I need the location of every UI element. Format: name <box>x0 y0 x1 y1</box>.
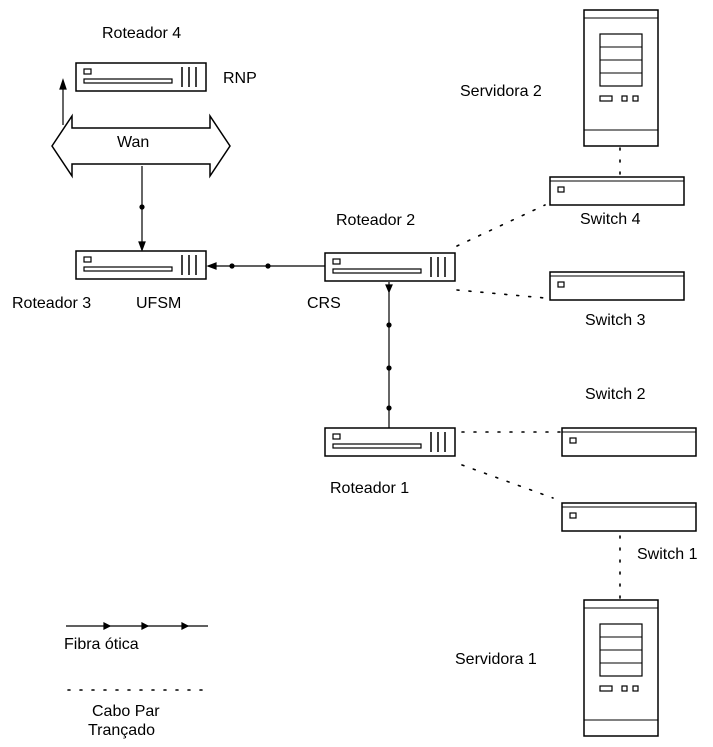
crs-label: CRS <box>307 295 341 312</box>
ufsm-label: UFSM <box>136 295 182 312</box>
legend-twisted-pair-line2: Trançado <box>88 722 155 739</box>
servidora-1-label: Servidora 1 <box>455 651 537 668</box>
switch-2-label: Switch 2 <box>585 386 646 403</box>
roteador-2-router-icon <box>324 252 456 282</box>
twisted-pair-links <box>67 147 621 691</box>
switch-3-icon <box>549 271 685 301</box>
roteador-1-label: Roteador 1 <box>330 480 410 497</box>
switch-1-icon <box>561 502 697 532</box>
legend-fiber-label: Fibra ótica <box>64 636 139 653</box>
switch-2-icon <box>561 427 697 457</box>
wan-arrow-icon <box>51 113 231 179</box>
switch-4-label: Switch 4 <box>580 211 641 228</box>
switch-1-label: Switch 1 <box>637 546 698 563</box>
rnp-label: RNP <box>223 70 257 87</box>
roteador-3-label: Roteador 3 <box>12 295 92 312</box>
fiber-links <box>59 78 393 630</box>
roteador-4-router-icon <box>75 62 207 92</box>
roteador-4-label: Roteador 4 <box>102 25 182 42</box>
wan-label: Wan <box>117 134 150 151</box>
servidora-1-server-icon <box>583 599 659 737</box>
roteador-2-label: Roteador 2 <box>336 212 416 229</box>
switch-3-label: Switch 3 <box>585 312 646 329</box>
servidora-2-server-icon <box>583 9 659 147</box>
legend-twisted-pair-line1: Cabo Par <box>92 703 160 720</box>
switch-4-icon <box>549 176 685 206</box>
roteador-3-router-icon <box>75 250 207 280</box>
servidora-2-label: Servidora 2 <box>460 83 542 100</box>
roteador-1-router-icon <box>324 427 456 457</box>
